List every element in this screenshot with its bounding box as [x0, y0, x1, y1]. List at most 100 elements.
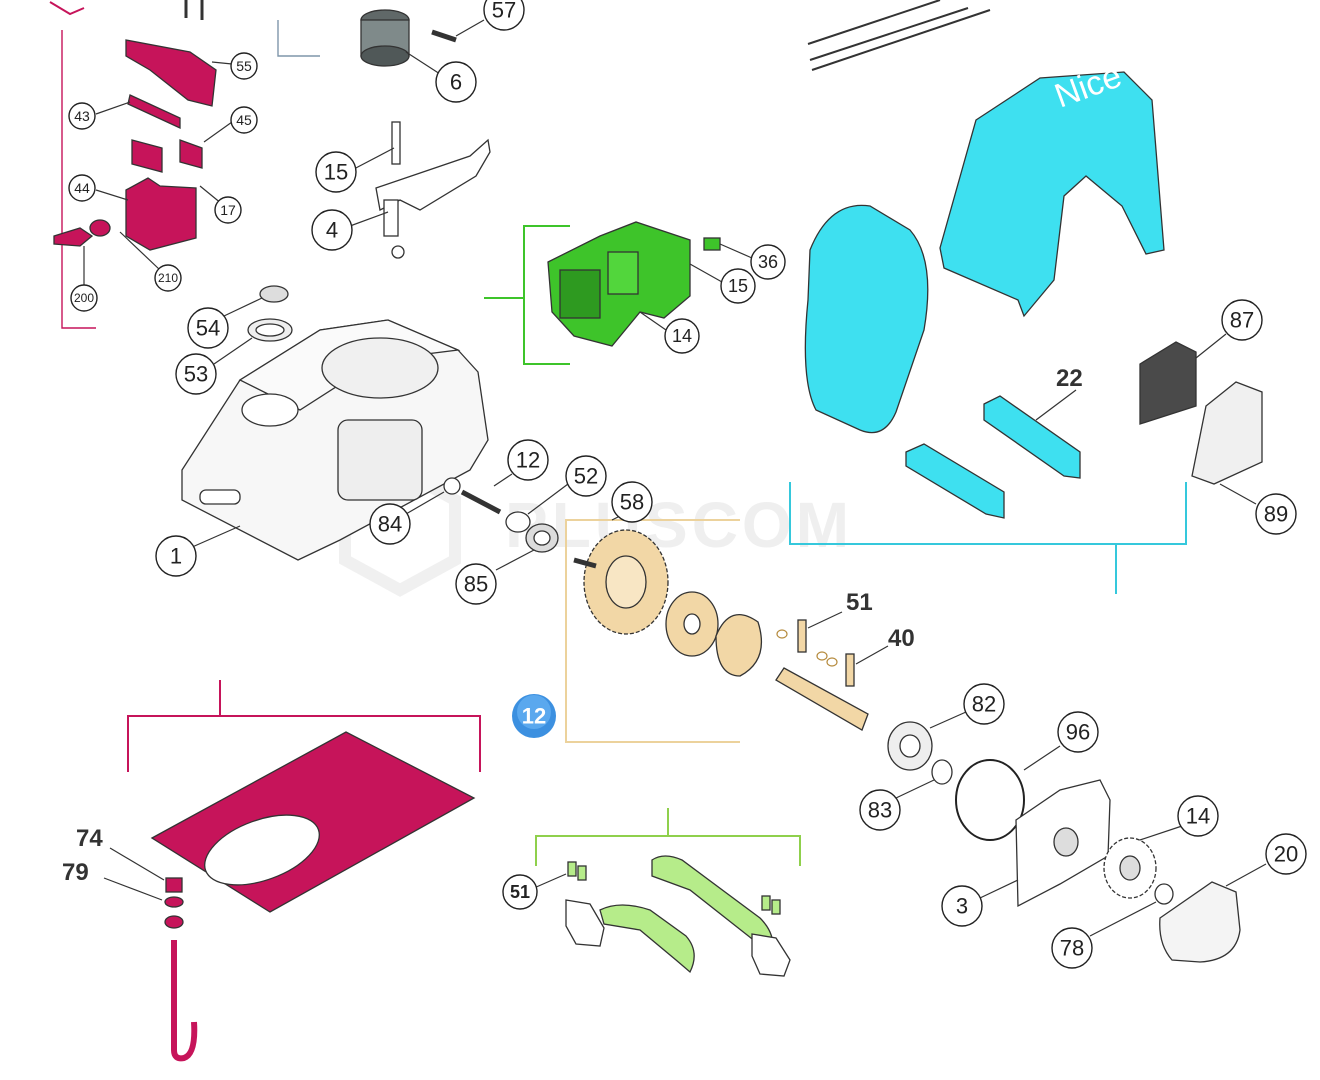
svg-text:44: 44	[74, 180, 90, 196]
callout-82: 82	[963, 683, 1005, 725]
part-36-screw	[703, 237, 721, 251]
part-78-washer	[1154, 883, 1174, 905]
label-51: 51	[846, 589, 873, 616]
part-57-pin	[431, 29, 457, 43]
callout-15b: 15	[720, 268, 756, 304]
callout-12: 12	[507, 439, 549, 481]
svg-text:83: 83	[868, 798, 892, 823]
bold-labels: 22 51 40 74 79	[62, 365, 1083, 886]
tan-bracket	[565, 519, 740, 743]
svg-text:15: 15	[324, 160, 348, 185]
top-left-fragment	[49, 0, 320, 57]
svg-text:1: 1	[170, 544, 182, 569]
label-40: 40	[888, 625, 915, 652]
part-52-ring	[505, 511, 531, 533]
callout-87: 87	[1221, 299, 1263, 341]
svg-text:4: 4	[326, 218, 338, 243]
callout-78: 78	[1051, 927, 1093, 969]
tan-disc	[665, 591, 719, 657]
svg-text:17: 17	[220, 202, 236, 218]
group-12-badge: 12	[512, 694, 556, 738]
callout-44: 44	[68, 174, 96, 202]
part-84-washer	[443, 477, 461, 495]
callouts-large: 57 6 15 4 36 15 14 54 53 12 52 58 84 85 …	[155, 0, 1307, 969]
callout-15: 15	[315, 151, 357, 193]
callout-85: 85	[455, 563, 497, 605]
light-green-pins	[567, 861, 781, 915]
cyan-side-cover	[804, 204, 929, 434]
svg-text:54: 54	[196, 316, 220, 341]
svg-text:87: 87	[1230, 308, 1254, 333]
magenta-plate-bracket	[127, 680, 481, 772]
callout-45: 45	[230, 106, 258, 134]
part-14-pinion	[1103, 837, 1157, 899]
part-53-ring	[247, 318, 293, 342]
svg-text:14: 14	[1186, 804, 1210, 829]
svg-text:3: 3	[956, 894, 968, 919]
part-82-bearing	[887, 721, 933, 771]
magenta-part-43-cover	[125, 39, 217, 130]
svg-text:51: 51	[510, 882, 530, 902]
callout-89: 89	[1255, 493, 1297, 535]
part-14-electronics-carrier	[547, 221, 691, 347]
part-6-roller	[360, 9, 410, 67]
svg-text:85: 85	[464, 572, 488, 597]
callout-51b: 51	[502, 874, 538, 910]
part-1-motor-housing	[181, 319, 489, 561]
svg-text:20: 20	[1274, 842, 1298, 867]
svg-text:58: 58	[620, 490, 644, 515]
svg-text:6: 6	[450, 70, 462, 95]
callout-96: 96	[1057, 711, 1099, 753]
svg-text:200: 200	[74, 291, 94, 305]
svg-text:45: 45	[236, 112, 252, 128]
svg-text:210: 210	[158, 271, 178, 285]
group-12-badge-text: 12	[522, 704, 546, 729]
svg-text:96: 96	[1066, 720, 1090, 745]
callout-83: 83	[859, 789, 901, 831]
part-3-flange	[1015, 779, 1111, 908]
magenta-base-plate	[150, 731, 476, 913]
tan-cam	[715, 613, 762, 677]
svg-text:57: 57	[492, 0, 516, 23]
svg-text:78: 78	[1060, 936, 1084, 961]
svg-text:55: 55	[236, 58, 252, 74]
label-22: 22	[1056, 365, 1083, 392]
cyan-top-cover: Nice	[939, 57, 1165, 318]
part-74-79-spacers	[164, 877, 184, 929]
part-51-pin	[797, 619, 807, 653]
part-89-grille	[1191, 381, 1263, 485]
callout-14: 14	[664, 318, 700, 354]
anchor-hook	[171, 940, 198, 1062]
svg-text:89: 89	[1264, 502, 1288, 527]
callout-6: 6	[435, 61, 477, 103]
svg-text:36: 36	[758, 252, 778, 272]
part-4-lever	[375, 138, 491, 259]
svg-text:15: 15	[728, 276, 748, 296]
callout-3: 3	[941, 885, 983, 927]
callout-17: 17	[214, 196, 242, 224]
callout-210: 210	[154, 264, 182, 292]
part-85-bearing	[525, 523, 559, 553]
svg-text:43: 43	[74, 108, 90, 124]
magenta-part-45-latch	[131, 139, 203, 173]
part-96-oring	[955, 759, 1025, 841]
callout-36: 36	[750, 244, 786, 280]
light-green-bracket	[535, 808, 801, 866]
magenta-part-44-housing	[125, 177, 197, 251]
callout-1: 1	[155, 535, 197, 577]
magenta-bracket	[61, 30, 96, 329]
callout-58: 58	[611, 481, 653, 523]
svg-text:84: 84	[378, 512, 402, 537]
callout-43: 43	[68, 102, 96, 130]
magenta-part-200-key	[53, 219, 111, 247]
callout-55: 55	[230, 52, 258, 80]
callout-53: 53	[175, 353, 217, 395]
svg-text:14: 14	[672, 326, 692, 346]
green-bracket	[484, 225, 570, 365]
part-87-grille	[1139, 341, 1197, 425]
wiring-harness	[807, 0, 991, 71]
part-83-ring	[931, 759, 953, 785]
watermark-text: PLUSCOM	[505, 489, 853, 561]
